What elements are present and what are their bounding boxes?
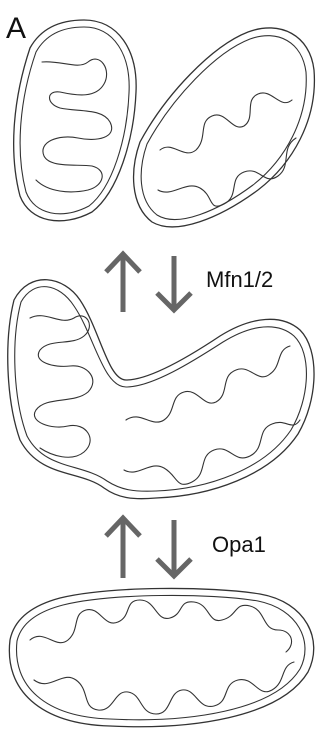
mitochondrion-fused xyxy=(8,280,314,499)
arrow-pair-lower xyxy=(106,518,191,578)
mitochondrion-top-right xyxy=(134,28,315,227)
mitochondrion-top-left xyxy=(14,20,136,221)
fission-arrow-up-lower xyxy=(106,518,140,578)
opa1-label: Opa1 xyxy=(212,532,266,557)
arrow-pair-upper xyxy=(106,254,191,312)
fusion-arrow-down-lower xyxy=(157,520,191,576)
fission-arrow-up-upper xyxy=(106,254,140,312)
mfn-label: Mfn1/2 xyxy=(206,267,273,292)
panel-letter: A xyxy=(6,12,26,45)
mitochondrion-bottom xyxy=(9,588,313,726)
fusion-arrow-down-upper xyxy=(157,256,191,310)
